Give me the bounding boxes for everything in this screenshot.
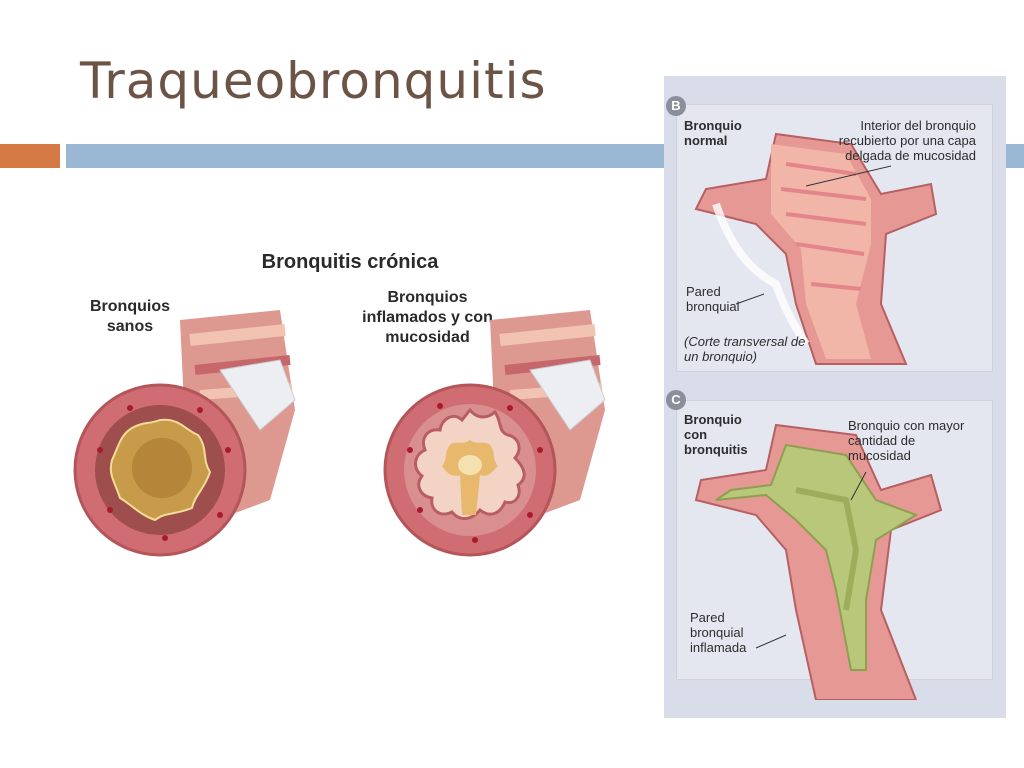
panel-c-wall-label: Pared bronquial inflamada [690, 610, 747, 655]
panel-b-caption: (Corte transversal de un bronquio) [684, 334, 806, 364]
panel-c-title: Bronquio con bronquitis [684, 412, 748, 457]
figure-heading: Bronquitis crónica [261, 251, 439, 273]
inflamed-bronchi-label: Bronquios inflamados y con mucosidad [362, 289, 493, 346]
panel-b-interior-label: Interior del bronquio recubierto por una… [838, 118, 976, 163]
panel-b-badge: B [666, 96, 686, 116]
normal-bronchus-illustration [694, 132, 938, 365]
panel-b-title: Bronquio normal [684, 118, 742, 148]
healthy-bronchus-illustration [73, 310, 296, 557]
inflamed-bronchus-illustration [383, 310, 606, 557]
panel-b-wall-label: Pared bronquial [686, 284, 740, 314]
panel-c-badge: C [666, 390, 686, 410]
panel-c-mucus-label: Bronquio con mayor cantidad de mucosidad [848, 418, 965, 463]
slide-title: Traqueobronquitis [80, 52, 547, 110]
accent-bar-orange [0, 144, 60, 168]
inflamed-bronchus-diagram [694, 423, 943, 700]
healthy-bronchi-label: Bronquios sanos [90, 298, 170, 335]
